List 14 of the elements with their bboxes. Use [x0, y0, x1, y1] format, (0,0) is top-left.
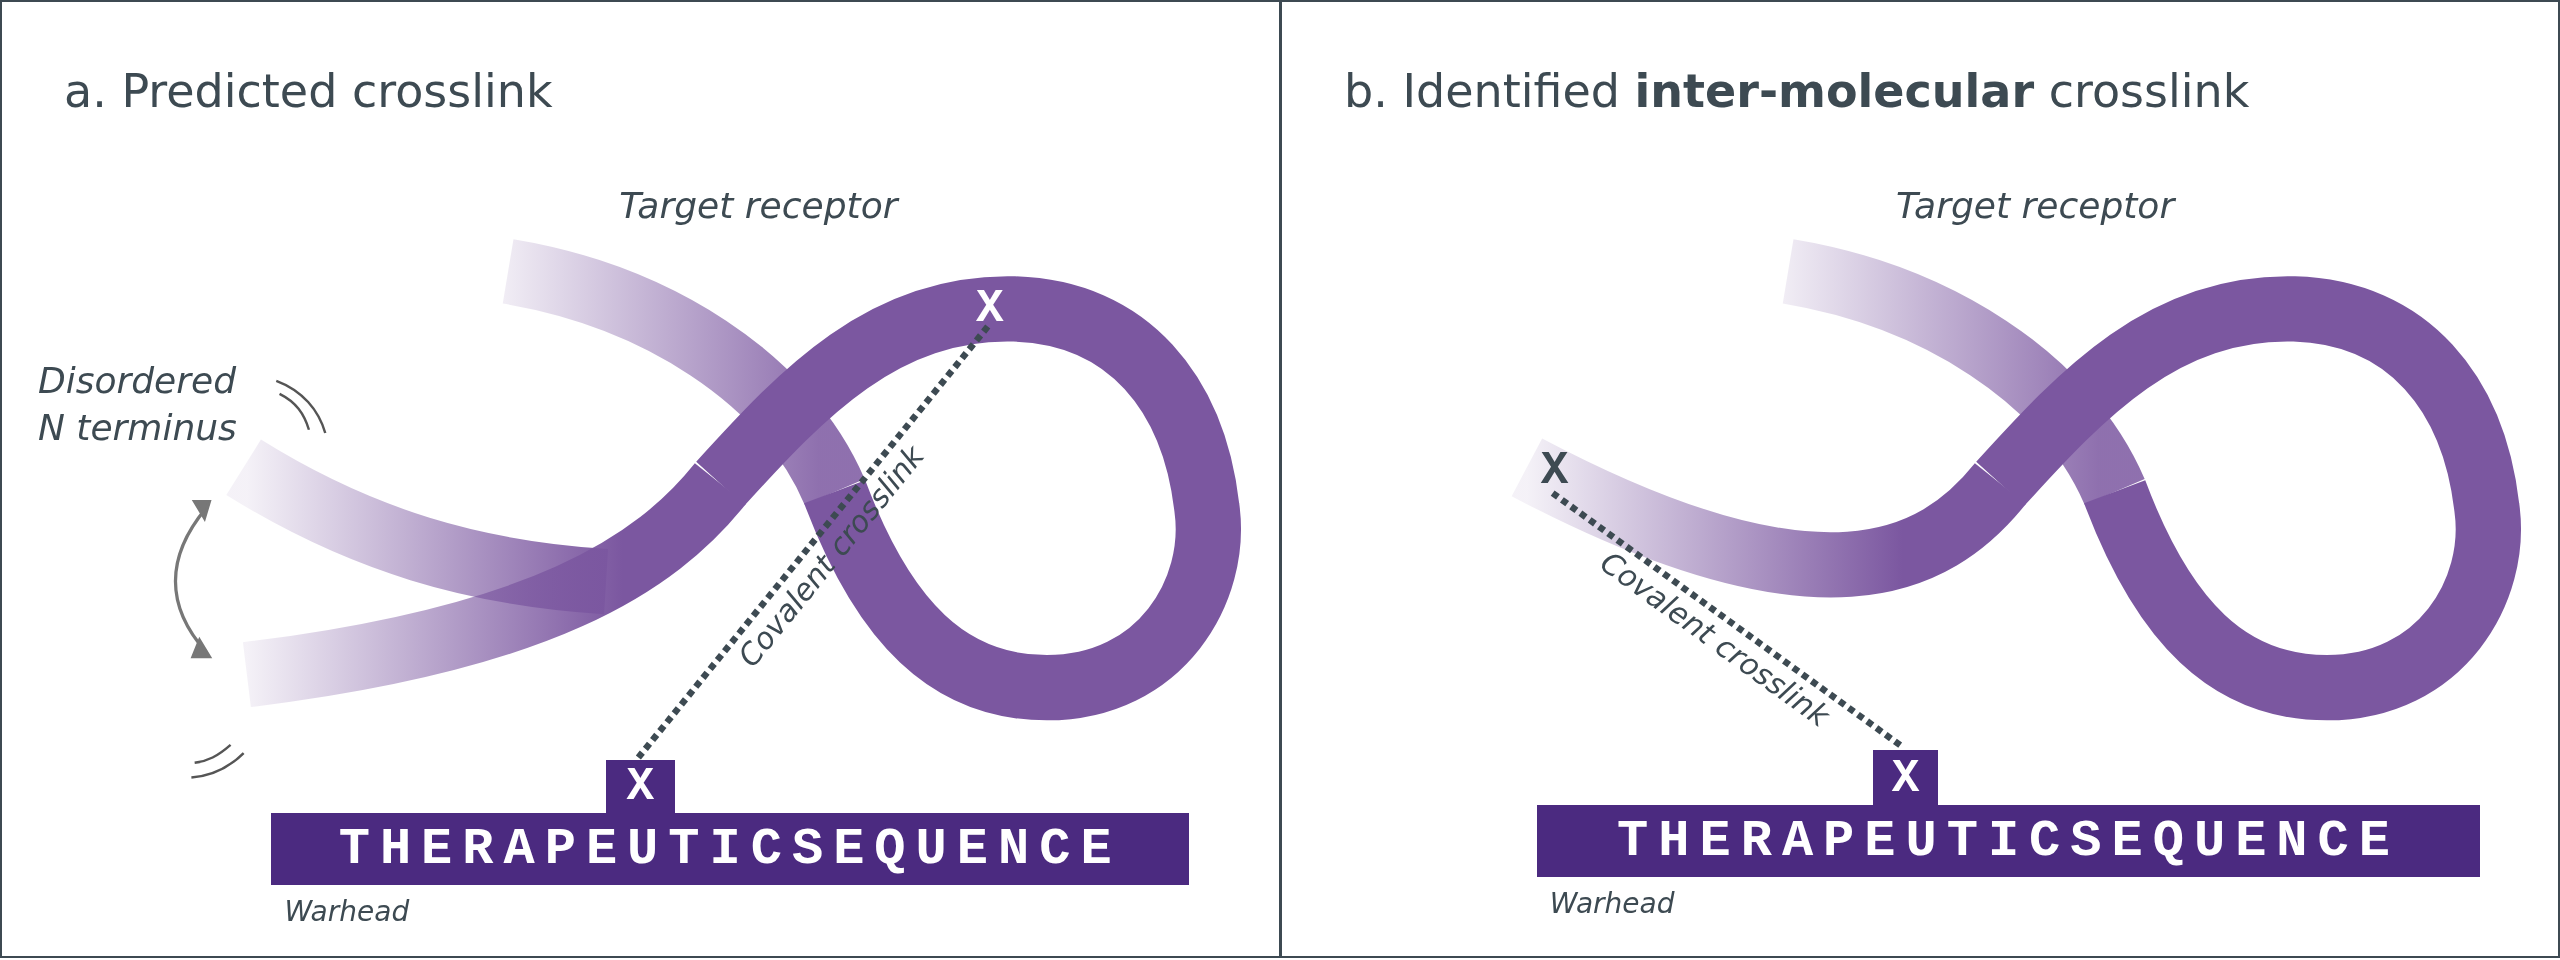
node-label: Warhead [1549, 886, 1675, 920]
panel-title: b. Identified inter-molecular crosslink [1344, 64, 2250, 118]
panel-title: a. Predicted crosslink [64, 64, 553, 118]
crosslink-mark: X [1526, 446, 1583, 496]
crosslink-mark: X [970, 289, 1010, 329]
node-label: Warhead [284, 895, 410, 929]
crosslink-tab: X [606, 759, 675, 816]
panel [1280, 0, 2560, 958]
panel [0, 0, 1281, 958]
text-label: Disordered N terminus [37, 358, 238, 450]
sequence-label: THERAPEUTICSEQUENCE [271, 813, 1189, 886]
text-label: Target receptor [1895, 184, 2175, 226]
sequence-label: THERAPEUTICSEQUENCE [1536, 805, 2481, 878]
text-label: Target receptor [619, 184, 898, 226]
